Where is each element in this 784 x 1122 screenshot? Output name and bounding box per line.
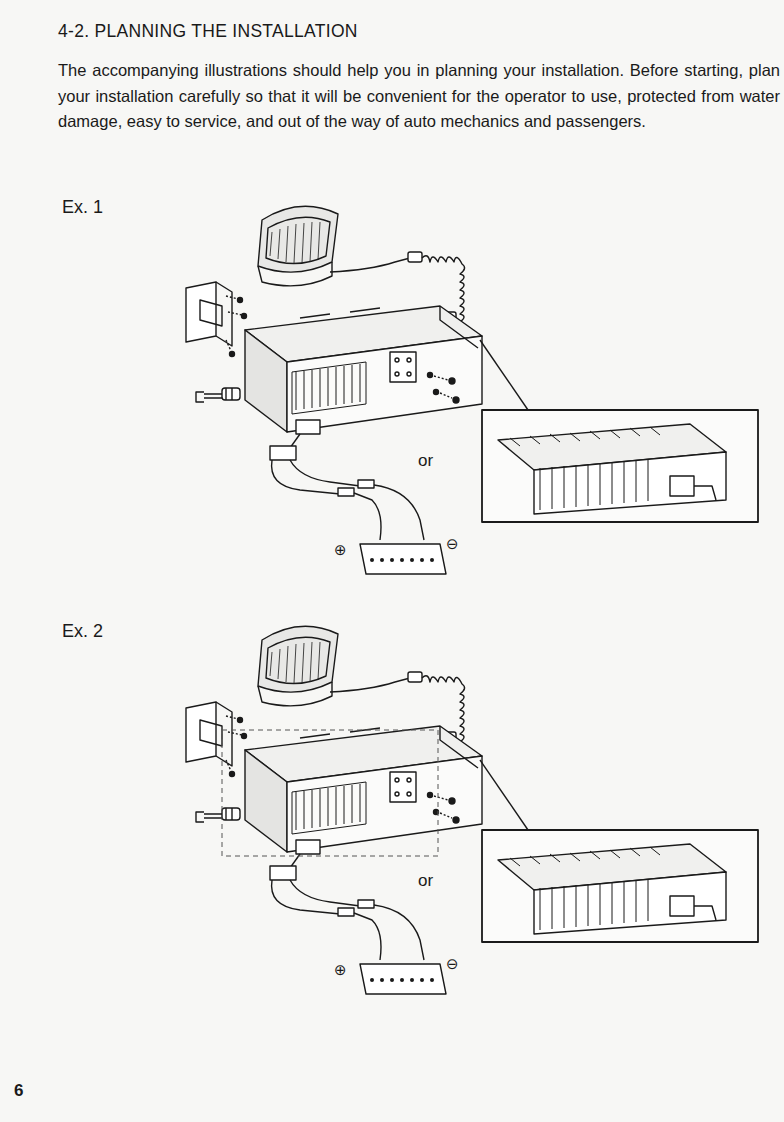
polarity-mark: ⊕ — [334, 960, 356, 979]
polarity-mark: ⊖ — [446, 534, 468, 553]
or-label: or — [418, 870, 458, 891]
section-heading: 4-2. PLANNING THE INSTALLATION — [58, 20, 758, 42]
example-label: Ex. 2 — [62, 620, 142, 643]
example-label: Ex. 1 — [62, 196, 142, 219]
body-paragraph: The accompanying illustrations should he… — [58, 58, 780, 135]
polarity-mark: ⊕ — [334, 540, 356, 559]
page-number: 6 — [14, 1080, 44, 1101]
or-label: or — [418, 450, 458, 471]
polarity-mark: ⊖ — [446, 954, 468, 973]
